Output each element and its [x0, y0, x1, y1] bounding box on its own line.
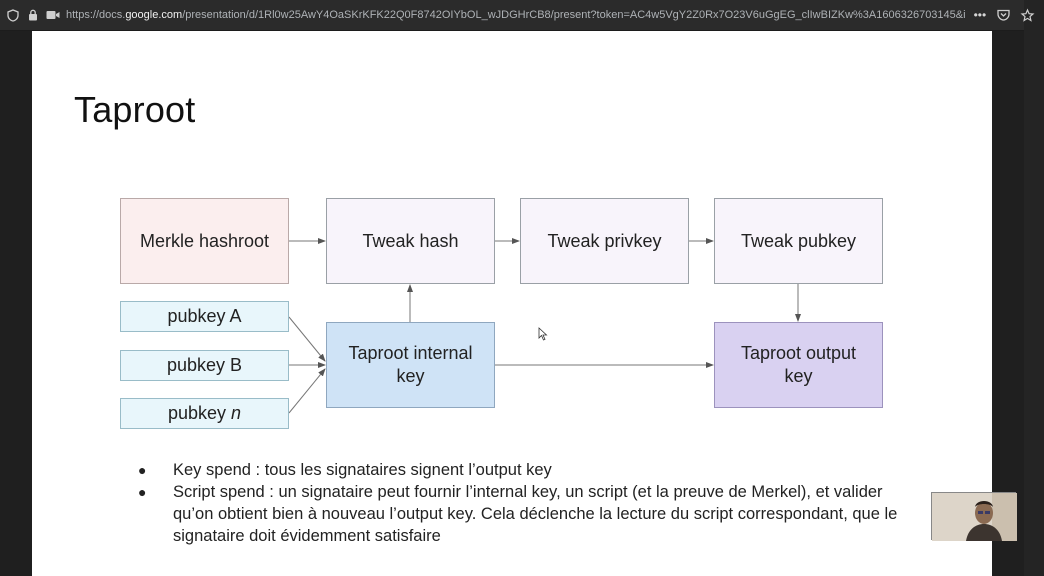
box-taproot-output-key: Taproot output key: [714, 322, 883, 408]
output-key-label: Taproot output key: [740, 343, 857, 386]
bookmark-star-icon[interactable]: [1020, 7, 1035, 22]
url-path: /presentation/d/1Rl0w25AwY4OaSKrKFK22Q0F…: [182, 9, 966, 21]
box-pubkey-b: pubkey B: [120, 350, 289, 381]
bullet-dot: ●: [138, 462, 147, 478]
bullet-item-script-spend: ● Script spend : un signataire peut four…: [138, 481, 898, 547]
bullet-item-key-spend: ● Key spend : tous les signataires signe…: [138, 459, 898, 481]
presenter-video-icon: [932, 493, 1017, 541]
box-tweak-privkey: Tweak privkey: [520, 198, 689, 284]
bullet-text: Key spend : tous les signataires signent…: [173, 461, 552, 479]
page-actions-menu-icon[interactable]: •••: [973, 8, 987, 22]
url-bar-icons: [0, 8, 60, 22]
arrow-pubkey-a-to-internal: [288, 316, 326, 362]
pocket-icon[interactable]: [996, 8, 1010, 22]
url-domain: google.com: [125, 9, 183, 21]
camera-permission-icon[interactable]: [46, 8, 60, 22]
browser-toolbar: https://docs.google.com/presentation/d/1…: [0, 0, 1035, 31]
box-pubkey-n: pubkey n: [120, 398, 289, 429]
presentation-left-margin: [0, 31, 32, 576]
slide-title: Taproot: [74, 89, 196, 130]
presentation-slide[interactable]: Taproot Merkle hashroot Tweak hash Tweak…: [32, 31, 992, 576]
bullet-dot: ●: [138, 484, 147, 500]
arrow-pubkey-n-to-internal: [288, 368, 326, 414]
url-bar-actions: •••: [966, 7, 1044, 22]
shield-icon[interactable]: [6, 8, 20, 22]
mouse-cursor-icon: [538, 327, 548, 341]
url-field[interactable]: https://docs.google.com/presentation/d/1…: [60, 9, 966, 21]
pubkey-n-prefix: pubkey: [167, 403, 232, 423]
box-pubkey-a: pubkey A: [120, 301, 289, 332]
lock-icon[interactable]: [26, 8, 40, 22]
bullet-list: ● Key spend : tous les signataires signe…: [138, 459, 898, 547]
box-merkle-hashroot: Merkle hashroot: [120, 198, 289, 284]
internal-key-label: Taproot internal key: [348, 343, 473, 386]
url-prefix: https://docs.: [66, 9, 126, 21]
webcam-preview[interactable]: [931, 492, 1017, 541]
box-taproot-internal-key: Taproot internal key: [326, 322, 495, 408]
bullet-text: Script spend : un signataire peut fourni…: [173, 483, 898, 545]
diagram-connectors: [288, 238, 801, 414]
box-tweak-hash: Tweak hash: [326, 198, 495, 284]
box-tweak-pubkey: Tweak pubkey: [714, 198, 883, 284]
presentation-right-margin: [992, 31, 1024, 576]
pubkey-n-variable: n: [231, 403, 242, 423]
